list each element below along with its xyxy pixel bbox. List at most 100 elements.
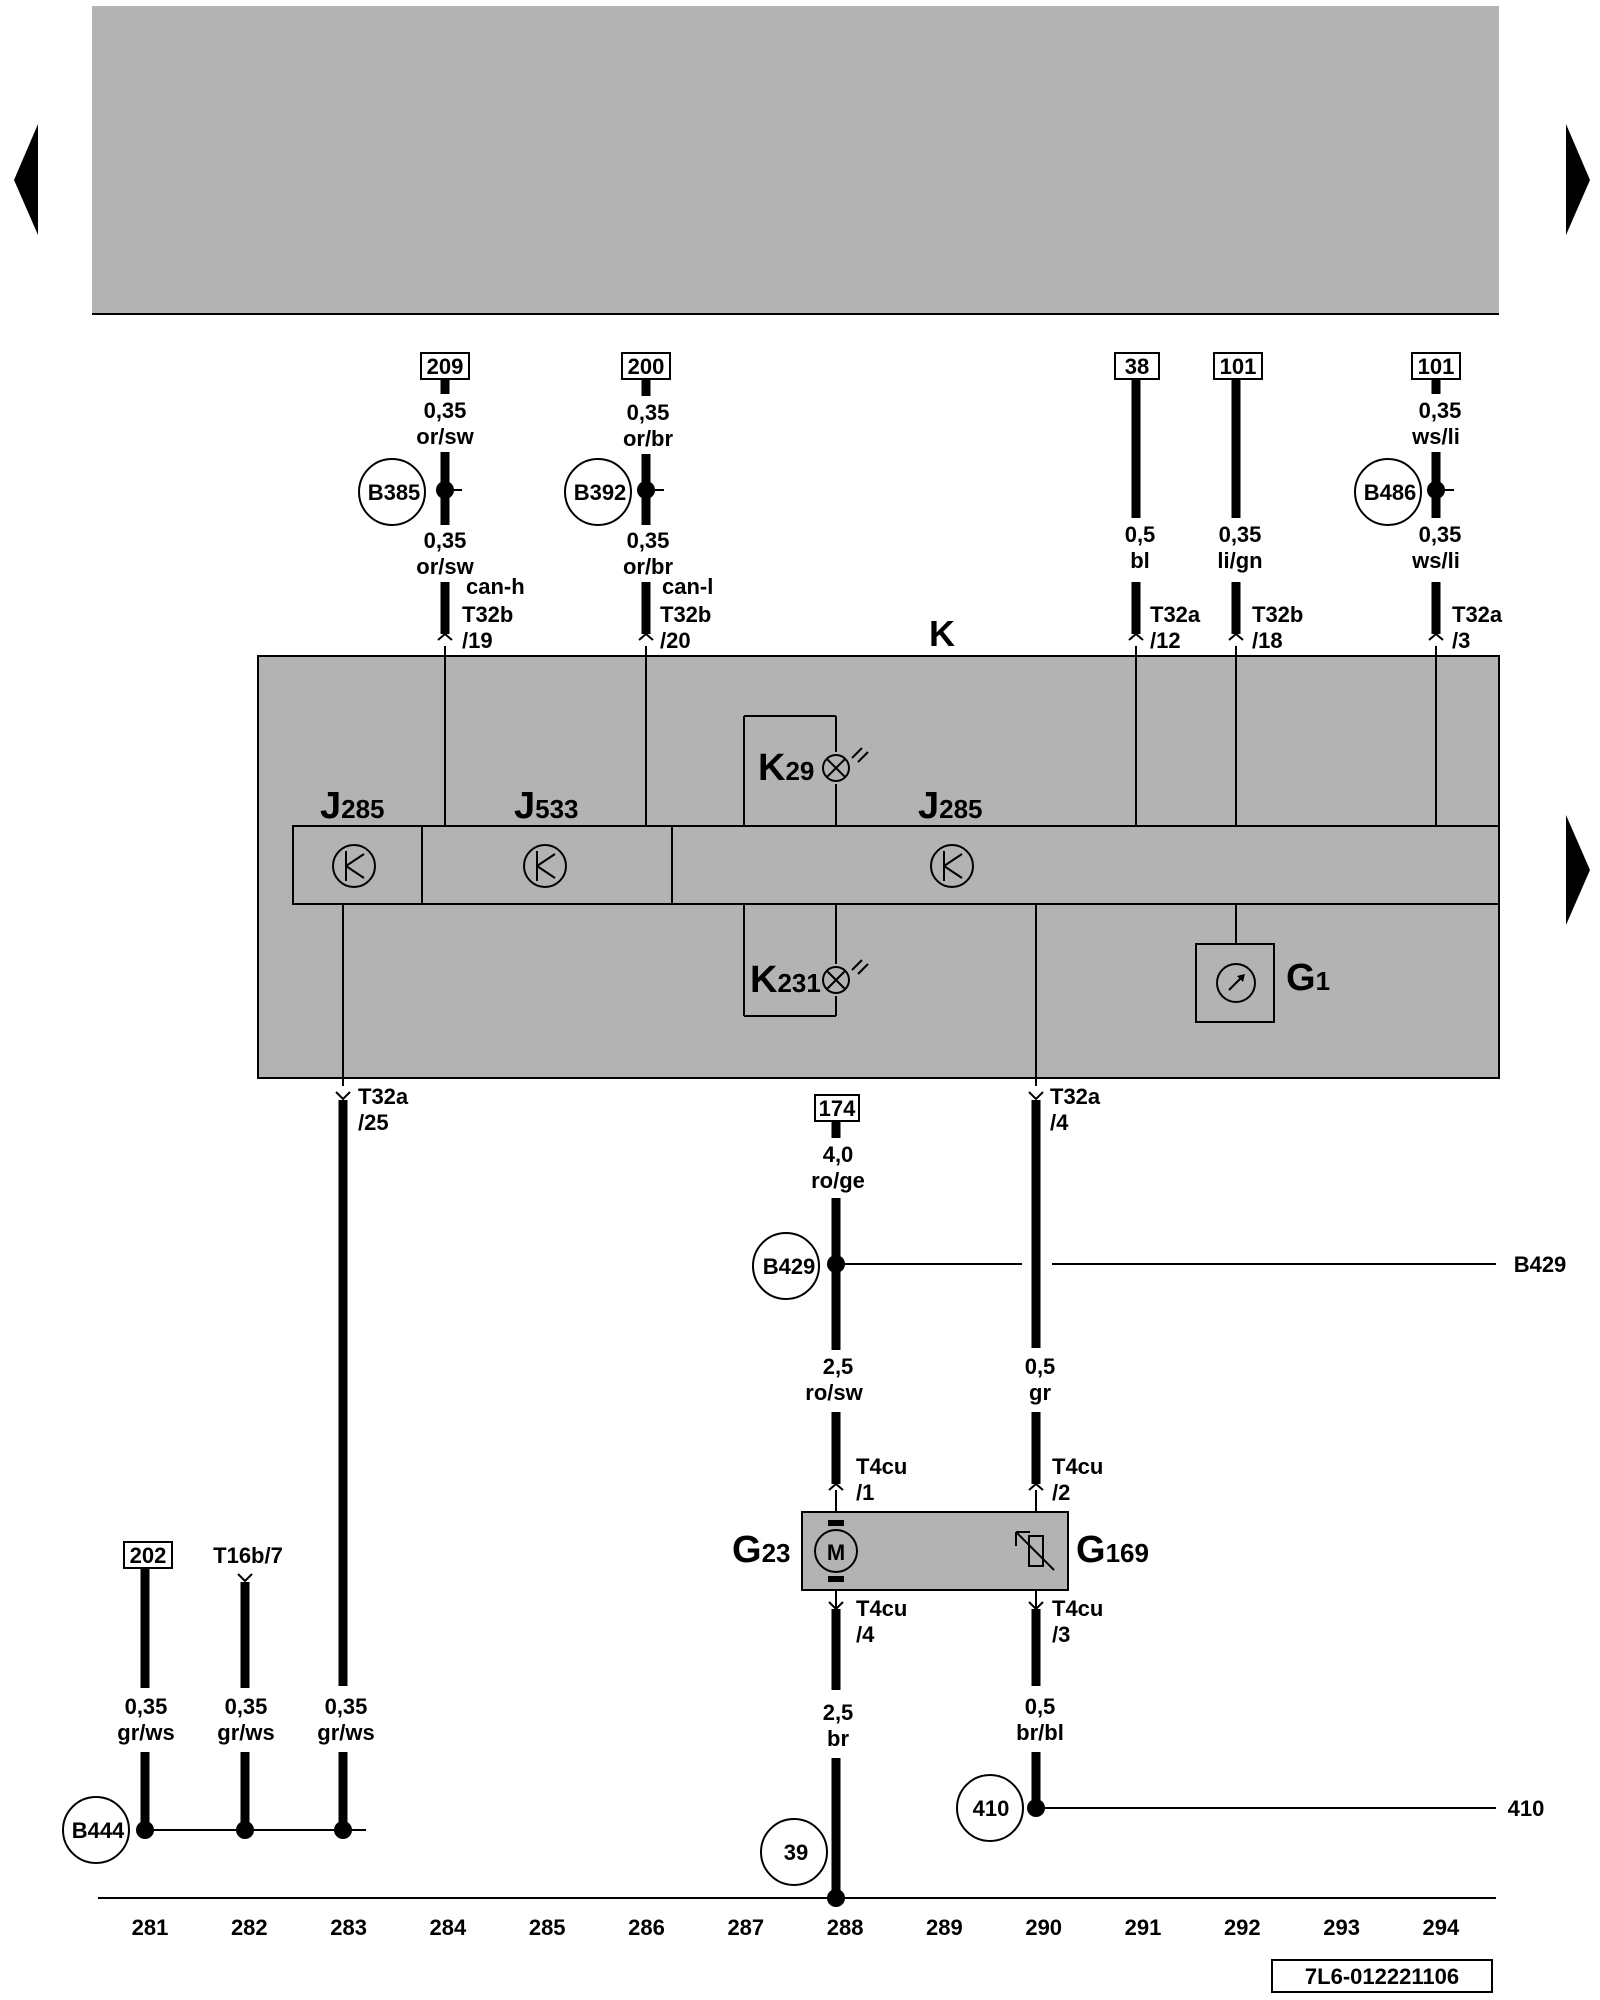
doc-id-box [1271, 1959, 1493, 1993]
component-k-label: K [929, 613, 955, 654]
connector-3-a: T32a [1150, 602, 1201, 627]
ref-box-202: 202 [130, 1543, 167, 1568]
variable-resistor-icon [1015, 1531, 1055, 1571]
k29-lamp-icon [822, 747, 869, 782]
track-number: 286 [628, 1915, 665, 1940]
j285-left-label: J285 [320, 785, 385, 827]
motor-icon: M [814, 1520, 858, 1582]
ref-box-38: 38 [1125, 354, 1149, 379]
b486-junction [1354, 458, 1422, 526]
connector-8-b: /1 [856, 1480, 874, 1505]
connector-7-a: T32a [1050, 1084, 1101, 1109]
track-number: 288 [827, 1915, 864, 1940]
connector-8-a: T4cu [856, 1454, 907, 1479]
track-number: 282 [231, 1915, 268, 1940]
connector-4-a: T32b [1252, 602, 1303, 627]
wire-3-size: 0,5 [1125, 522, 1156, 547]
connector-9-a: T4cu [1052, 1454, 1103, 1479]
svg-text:B429: B429 [763, 1254, 816, 1279]
b385-junction [358, 458, 426, 526]
track-number: 283 [330, 1915, 367, 1940]
wire-7-color: ro/sw [805, 1380, 863, 1405]
side-ref-410: 410 [1508, 1796, 1545, 1821]
side-ref-b429: B429 [1514, 1252, 1567, 1277]
connector-9-b: /2 [1052, 1480, 1070, 1505]
ref-box-209: 209 [427, 354, 464, 379]
wire-5-bot-size: 0,35 [1419, 522, 1462, 547]
connector-5-a: T32a [1452, 602, 1503, 627]
wire-7-size: 2,5 [823, 1354, 854, 1379]
j285-right-label: J285 [918, 785, 983, 827]
wire-12-color: gr/ws [217, 1720, 274, 1745]
ground-39-circle [760, 1818, 828, 1886]
connector-6-a: T32a [358, 1084, 409, 1109]
track-number: 281 [132, 1915, 169, 1940]
b429-junction [752, 1232, 820, 1300]
header-banner [92, 6, 1499, 314]
svg-text:410: 410 [973, 1796, 1010, 1821]
wire-4-size: 0,35 [1219, 522, 1262, 547]
wire-1-bot-size: 0,35 [424, 528, 467, 553]
j533-symbol-icon [523, 844, 567, 888]
wire-5-bot-color: ws/li [1411, 548, 1460, 573]
wire-11-color: gr/ws [117, 1720, 174, 1745]
track-number: 294 [1423, 1915, 1460, 1940]
wire-13-size: 0,35 [325, 1694, 368, 1719]
wire-9-color: br [827, 1726, 849, 1751]
svg-text:B385: B385 [368, 480, 421, 505]
can-l-label: can-l [662, 574, 713, 599]
connector-1-b: /19 [462, 628, 493, 653]
connector-10-b: /4 [856, 1622, 875, 1647]
track-number: 284 [430, 1915, 467, 1940]
wire-10-color: br/bl [1016, 1720, 1064, 1745]
j285-left-symbol-icon [332, 844, 376, 888]
wire-8-size: 0,5 [1025, 1354, 1056, 1379]
track-number: 293 [1323, 1915, 1360, 1940]
wire-8-color: gr [1029, 1380, 1051, 1405]
track-number: 287 [727, 1915, 764, 1940]
connector-6-b: /25 [358, 1110, 389, 1135]
wire-1-bot-color: or/sw [416, 554, 474, 579]
k29-label: K29 [758, 747, 814, 789]
connector-3-b: /12 [1150, 628, 1181, 653]
wire-13-color: gr/ws [317, 1720, 374, 1745]
arrow-right-icon[interactable] [1566, 815, 1590, 925]
g169-label: G169 [1076, 1529, 1149, 1571]
wire-12-size: 0,35 [225, 1694, 268, 1719]
b392-junction [564, 458, 632, 526]
track-number: 285 [529, 1915, 566, 1940]
track-number: 289 [926, 1915, 963, 1940]
arrow-right-icon[interactable] [1566, 124, 1590, 235]
control-units-strip [292, 825, 1500, 905]
wire-2-top-color: or/br [623, 426, 674, 451]
b444-junction [62, 1796, 130, 1864]
nav-next-arrow-2[interactable] [1566, 815, 1590, 925]
j533-label: J533 [514, 785, 579, 827]
wire-6-size: 4,0 [823, 1142, 854, 1167]
track-number: 292 [1224, 1915, 1261, 1940]
ref-box-101-a: 101 [1220, 354, 1257, 379]
svg-text:B486: B486 [1364, 480, 1417, 505]
k231-lamp-icon [822, 959, 869, 994]
svg-text:B392: B392 [574, 480, 627, 505]
nav-prev-arrow[interactable] [14, 124, 38, 235]
arrow-left-icon[interactable] [14, 124, 38, 235]
g23-label: G23 [732, 1529, 790, 1571]
ref-box-174: 174 [819, 1096, 856, 1121]
nav-next-arrow[interactable] [1566, 124, 1590, 235]
svg-text:M: M [827, 1540, 845, 1565]
connector-10-a: T4cu [856, 1596, 907, 1621]
track-number: 291 [1125, 1915, 1162, 1940]
connector-11-b: /3 [1052, 1622, 1070, 1647]
wire-1-top-color: or/sw [416, 424, 474, 449]
wire-2-top-size: 0,35 [627, 400, 670, 425]
connector-t16b-label: T16b/7 [213, 1543, 283, 1568]
wire-6-color: ro/ge [811, 1168, 865, 1193]
connector-2-b: /20 [660, 628, 691, 653]
track-number: 290 [1025, 1915, 1062, 1940]
ground-410-circle [956, 1774, 1024, 1842]
connector-4-b: /18 [1252, 628, 1283, 653]
wire-2-bot-size: 0,35 [627, 528, 670, 553]
connector-2-a: T32b [660, 602, 711, 627]
